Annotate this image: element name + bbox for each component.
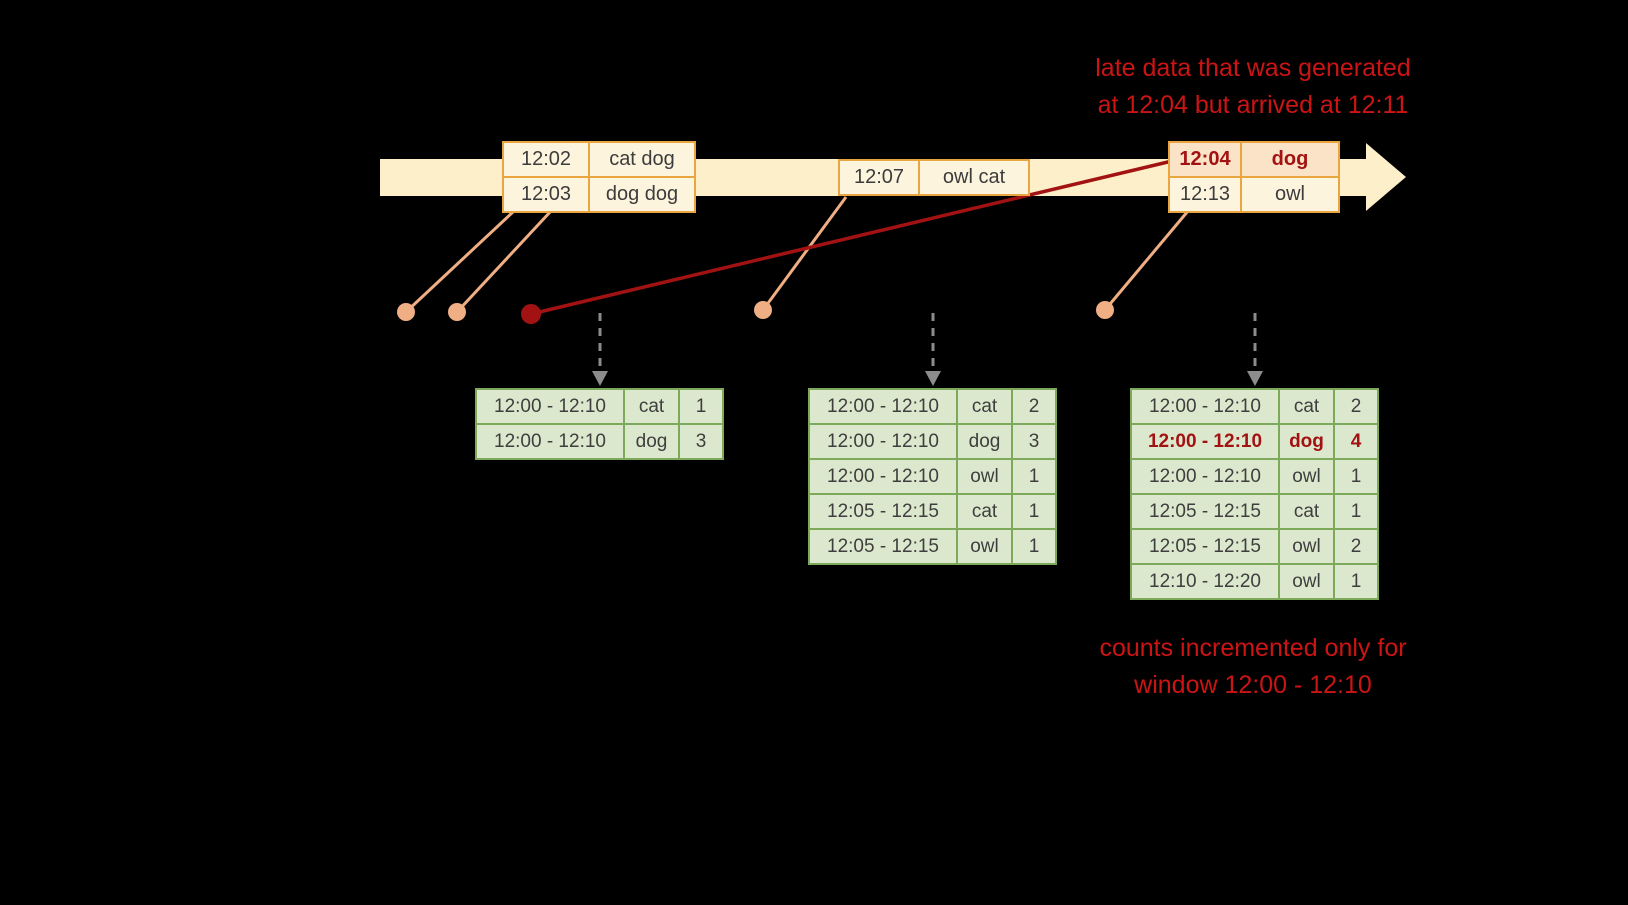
event-group-1204-1213: 12:04 dog 12:13 owl bbox=[1168, 141, 1340, 213]
result-window: 12:05 - 12:15 bbox=[808, 528, 958, 565]
result-row: 12:05 - 12:15 owl 1 bbox=[808, 528, 1057, 565]
late-arrival-dot-1204 bbox=[521, 304, 541, 324]
event-record: 12:04 dog bbox=[1168, 141, 1340, 178]
result-count: 1 bbox=[1011, 458, 1057, 495]
leader-line-1202 bbox=[404, 209, 516, 314]
result-count: 2 bbox=[1333, 388, 1379, 425]
event-time: 12:02 bbox=[502, 141, 590, 178]
result-window: 12:10 - 12:20 bbox=[1130, 563, 1280, 600]
event-time: 12:03 bbox=[502, 176, 590, 213]
event-record: 12:02 cat dog bbox=[502, 141, 696, 178]
result-count: 3 bbox=[1011, 423, 1057, 460]
leader-line-1207 bbox=[761, 196, 848, 311]
result-window: 12:00 - 12:10 bbox=[1130, 423, 1280, 460]
result-window: 12:05 - 12:15 bbox=[1130, 493, 1280, 530]
result-word: owl bbox=[956, 528, 1013, 565]
event-time: 12:13 bbox=[1168, 176, 1242, 213]
result-window: 12:00 - 12:10 bbox=[475, 388, 625, 425]
leader-line-1213 bbox=[1103, 210, 1190, 311]
arrival-dot-1207 bbox=[754, 301, 772, 319]
result-table-trigger-2: 12:00 - 12:10 cat 2 12:00 - 12:10 dog 3 … bbox=[808, 388, 1057, 565]
late-data-annotation-line2: at 12:04 but arrived at 12:11 bbox=[1097, 91, 1409, 119]
result-row: 12:00 - 12:10 cat 2 bbox=[1130, 388, 1379, 425]
result-count: 2 bbox=[1011, 388, 1057, 425]
result-window: 12:00 - 12:10 bbox=[808, 458, 958, 495]
event-record: 12:13 owl bbox=[1168, 176, 1340, 213]
result-row: 12:05 - 12:15 owl 2 bbox=[1130, 528, 1379, 565]
arrival-dot-1203 bbox=[448, 303, 466, 321]
event-record: 12:03 dog dog bbox=[502, 176, 696, 213]
result-row: 12:00 - 12:10 owl 1 bbox=[1130, 458, 1379, 495]
result-word: owl bbox=[956, 458, 1013, 495]
arrival-dot-1213 bbox=[1096, 301, 1114, 319]
result-word: dog bbox=[1278, 423, 1335, 460]
result-window: 12:00 - 12:10 bbox=[808, 423, 958, 460]
result-count: 1 bbox=[1333, 493, 1379, 530]
event-time-arrowhead bbox=[1366, 143, 1406, 211]
result-table-trigger-1: 12:00 - 12:10 cat 1 12:00 - 12:10 dog 3 bbox=[475, 388, 724, 460]
result-count: 1 bbox=[678, 388, 724, 425]
counts-incremented-annotation-line2: window 12:00 - 12:10 bbox=[1134, 671, 1372, 699]
leader-line-1203 bbox=[455, 209, 553, 314]
result-word: cat bbox=[623, 388, 680, 425]
result-word: dog bbox=[623, 423, 680, 460]
late-data-annotation: late data that was generated at 12:04 bu… bbox=[1043, 50, 1463, 124]
result-row: 12:05 - 12:15 cat 1 bbox=[1130, 493, 1379, 530]
result-count: 3 bbox=[678, 423, 724, 460]
event-group-1202-1203: 12:02 cat dog 12:03 dog dog bbox=[502, 141, 696, 213]
dashed-trigger-arrowhead-1 bbox=[592, 371, 608, 386]
result-count: 1 bbox=[1333, 458, 1379, 495]
dashed-trigger-arrowhead-3 bbox=[1247, 371, 1263, 386]
event-words: owl bbox=[1240, 176, 1340, 213]
event-words: owl cat bbox=[918, 159, 1030, 196]
result-count: 1 bbox=[1333, 563, 1379, 600]
result-row: 12:05 - 12:15 cat 1 bbox=[808, 493, 1057, 530]
dashed-trigger-arrowhead-2 bbox=[925, 371, 941, 386]
result-word: cat bbox=[956, 388, 1013, 425]
arrival-dot-1202 bbox=[397, 303, 415, 321]
result-row: 12:00 - 12:10 cat 2 bbox=[808, 388, 1057, 425]
result-word: cat bbox=[956, 493, 1013, 530]
result-word: cat bbox=[1278, 493, 1335, 530]
result-row: 12:00 - 12:10 cat 1 bbox=[475, 388, 724, 425]
result-word: cat bbox=[1278, 388, 1335, 425]
result-count: 1 bbox=[1011, 528, 1057, 565]
result-row: 12:00 - 12:10 dog 4 bbox=[1130, 423, 1379, 460]
result-window: 12:05 - 12:15 bbox=[1130, 528, 1280, 565]
event-time: 12:07 bbox=[838, 159, 920, 196]
result-window: 12:00 - 12:10 bbox=[808, 388, 958, 425]
result-word: dog bbox=[956, 423, 1013, 460]
counts-incremented-annotation-line1: counts incremented only for bbox=[1099, 634, 1407, 662]
result-word: owl bbox=[1278, 563, 1335, 600]
result-row: 12:00 - 12:10 dog 3 bbox=[808, 423, 1057, 460]
event-group-1207: 12:07 owl cat bbox=[838, 159, 1030, 196]
result-row: 12:00 - 12:10 dog 3 bbox=[475, 423, 724, 460]
result-count: 2 bbox=[1333, 528, 1379, 565]
result-window: 12:05 - 12:15 bbox=[808, 493, 958, 530]
result-row: 12:10 - 12:20 owl 1 bbox=[1130, 563, 1379, 600]
result-table-trigger-3: 12:00 - 12:10 cat 2 12:00 - 12:10 dog 4 … bbox=[1130, 388, 1379, 600]
result-window: 12:00 - 12:10 bbox=[1130, 458, 1280, 495]
result-row: 12:00 - 12:10 owl 1 bbox=[808, 458, 1057, 495]
result-word: owl bbox=[1278, 458, 1335, 495]
result-word: owl bbox=[1278, 528, 1335, 565]
result-count: 4 bbox=[1333, 423, 1379, 460]
event-time: 12:04 bbox=[1168, 141, 1242, 178]
event-words: cat dog bbox=[588, 141, 696, 178]
result-window: 12:00 - 12:10 bbox=[475, 423, 625, 460]
late-data-annotation-line1: late data that was generated bbox=[1095, 54, 1411, 82]
counts-incremented-annotation: counts incremented only for window 12:00… bbox=[1043, 630, 1463, 704]
result-window: 12:00 - 12:10 bbox=[1130, 388, 1280, 425]
event-record: 12:07 owl cat bbox=[838, 159, 1030, 196]
result-count: 1 bbox=[1011, 493, 1057, 530]
event-words: dog bbox=[1240, 141, 1340, 178]
event-words: dog dog bbox=[588, 176, 696, 213]
